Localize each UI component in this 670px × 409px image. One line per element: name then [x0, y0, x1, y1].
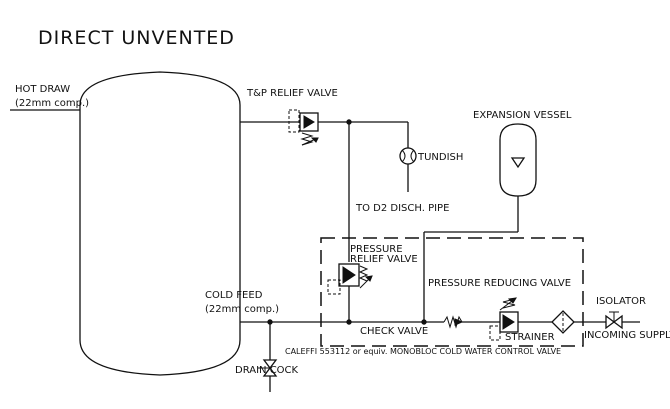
isolator-label: ISOLATOR — [596, 296, 646, 307]
expansion-vessel-symbol — [423, 123, 537, 322]
hot-water-cylinder — [79, 71, 241, 376]
tundish-label: TUNDISH — [417, 152, 463, 163]
drain-cock-label: DRAIN COCK — [235, 365, 299, 376]
tp-relief-valve-symbol — [288, 109, 319, 146]
pressure-relief-valve-symbol — [327, 263, 373, 322]
expansion-vessel-label: EXPANSION VESSEL — [473, 110, 572, 121]
tp-relief-pipework — [240, 121, 409, 262]
cold-feed-label: COLD FEED — [205, 290, 263, 301]
incoming-supply-label: INCOMING SUPPLY — [584, 330, 670, 341]
isolator-valve-symbol — [605, 311, 623, 330]
cold-feed-size-label: (22mm comp.) — [205, 304, 279, 315]
junction-dot-relief — [346, 319, 352, 325]
tp-relief-valve-label: T&P RELIEF VALVE — [246, 88, 338, 99]
drain-cock-symbol — [258, 322, 278, 392]
discharge-pipe-label: TO D2 DISCH. PIPE — [355, 203, 449, 214]
check-valve-symbol — [443, 315, 464, 329]
junction-dot-vessel — [421, 319, 427, 325]
hot-draw-label: HOT DRAW — [15, 84, 70, 95]
check-valve-label: CHECK VALVE — [360, 326, 428, 337]
pressure-relief-label-line1: PRESSURE — [350, 244, 403, 255]
pressure-reducing-valve-label: PRESSURE REDUCING VALVE — [428, 278, 571, 289]
diagram-title: DIRECT UNVENTED — [38, 27, 235, 49]
control-valve-note: CALEFFI 553112 or equiv. MONOBLOC COLD W… — [285, 347, 561, 356]
hot-draw-size-label: (22mm comp.) — [15, 98, 89, 109]
pressure-relief-label-line2: RELIEF VALVE — [350, 254, 418, 265]
control-valve-enclosure — [320, 237, 584, 347]
tundish-symbol — [399, 147, 417, 165]
strainer-label: STRAINER — [505, 332, 555, 343]
junction-dot-tp — [346, 119, 352, 125]
strainer-symbol — [551, 310, 575, 334]
pressure-reducing-valve-symbol — [489, 297, 519, 341]
